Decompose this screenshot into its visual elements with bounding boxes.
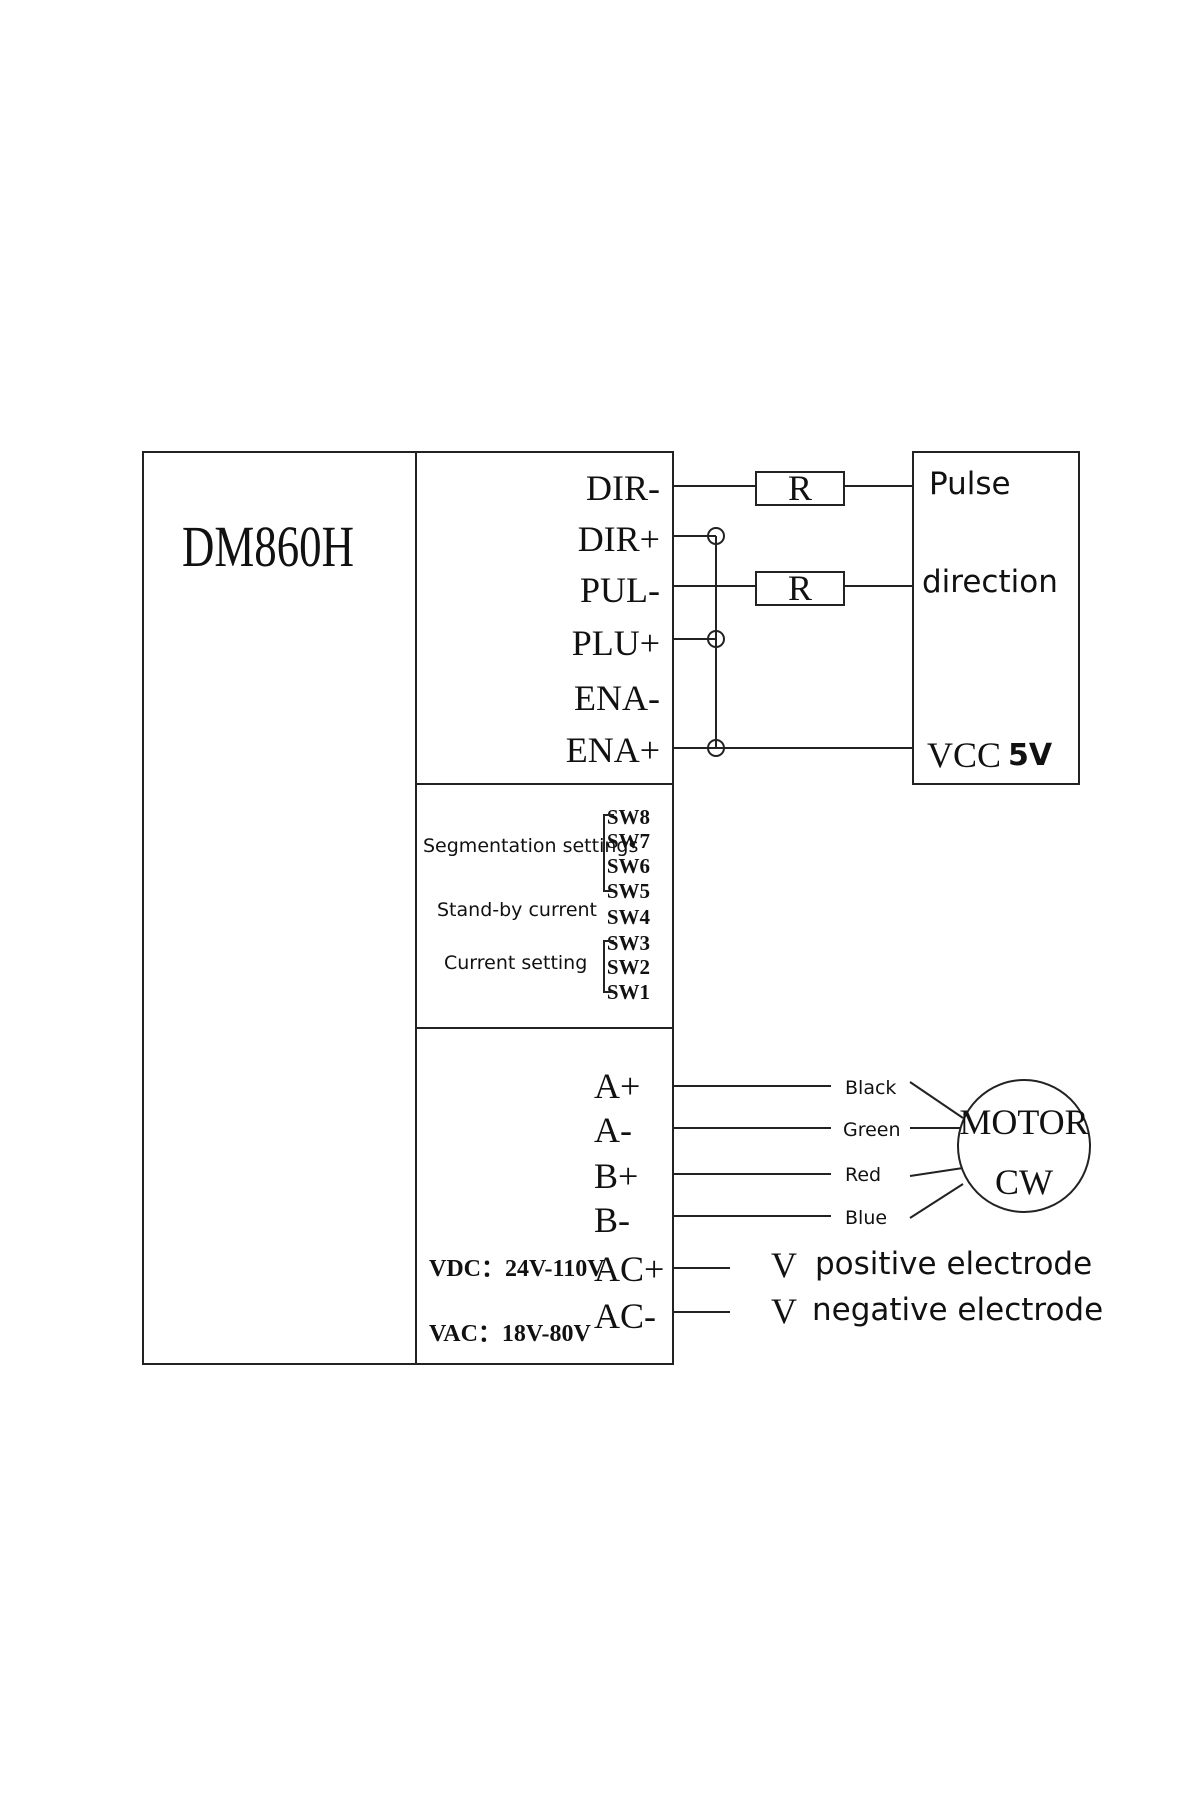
controller-direction: direction xyxy=(922,564,1058,600)
motor-label: MOTOR xyxy=(959,1102,1088,1142)
dip-sw1: SW1 xyxy=(607,980,650,1004)
terminal-pul-plus: PLU+ xyxy=(572,623,660,663)
terminal-a-plus: A+ xyxy=(594,1066,640,1106)
terminal-ac-minus: AC- xyxy=(594,1296,656,1336)
dip-sw5: SW5 xyxy=(607,879,650,903)
junction-dir-plus xyxy=(707,527,725,545)
controller-vcc: VCC xyxy=(927,735,1001,775)
power-v1: V xyxy=(771,1245,797,1285)
power-v2: V xyxy=(771,1291,797,1331)
dip-sw6: SW6 xyxy=(607,854,650,878)
standby-label: Stand-by current xyxy=(437,899,597,921)
dip-sw8: SW8 xyxy=(607,805,650,829)
segmentation-bracket xyxy=(603,814,614,892)
current-bracket xyxy=(603,940,614,993)
resistor-1-label: R xyxy=(788,468,812,508)
lead-red xyxy=(909,1167,964,1177)
controller-box xyxy=(912,451,1080,785)
lead-black xyxy=(909,1081,964,1119)
power-negative-label: negative electrode xyxy=(812,1292,1103,1328)
dip-sw2: SW2 xyxy=(607,955,650,979)
wire-label-blue: Blue xyxy=(845,1207,887,1229)
terminal-ac-plus: AC+ xyxy=(594,1249,664,1289)
power-positive-label: positive electrode xyxy=(815,1246,1092,1282)
resistor-2-label: R xyxy=(788,568,812,608)
dip-sw3: SW3 xyxy=(607,931,650,955)
wire-label-black: Black xyxy=(845,1077,896,1099)
wire-label-red: Red xyxy=(845,1164,881,1186)
driver-box xyxy=(142,451,674,1365)
resistor-2 xyxy=(755,571,845,606)
controller-voltage: 5V xyxy=(1008,738,1053,773)
terminal-dir-minus: DIR- xyxy=(586,468,660,508)
terminal-ena-minus: ENA- xyxy=(574,678,660,718)
current-label: Current setting xyxy=(444,952,587,974)
junction-ena-plus xyxy=(707,739,725,757)
segmentation-label: Segmentation settings xyxy=(423,835,638,857)
motor-circle xyxy=(957,1079,1091,1213)
terminal-a-minus: A- xyxy=(594,1110,632,1150)
power-vdc: VDC：24V-110V xyxy=(429,1256,605,1282)
wire-label-green: Green xyxy=(843,1119,901,1141)
driver-model: DM860H xyxy=(182,514,354,579)
terminal-b-minus: B- xyxy=(594,1200,630,1240)
dip-sw4: SW4 xyxy=(607,905,651,929)
power-vac: VAC：18V-80V xyxy=(429,1321,591,1347)
terminal-dir-plus: DIR+ xyxy=(578,519,660,559)
resistor-1 xyxy=(755,471,845,506)
terminal-pul-minus: PUL- xyxy=(580,570,660,610)
lead-blue xyxy=(909,1183,964,1219)
terminal-b-plus: B+ xyxy=(594,1156,638,1196)
controller-pulse: Pulse xyxy=(929,466,1011,502)
motor-direction: CW xyxy=(995,1162,1053,1202)
junction-pul-plus xyxy=(707,630,725,648)
terminal-ena-plus: ENA+ xyxy=(566,730,660,770)
dip-sw7: SW7 xyxy=(607,829,650,853)
